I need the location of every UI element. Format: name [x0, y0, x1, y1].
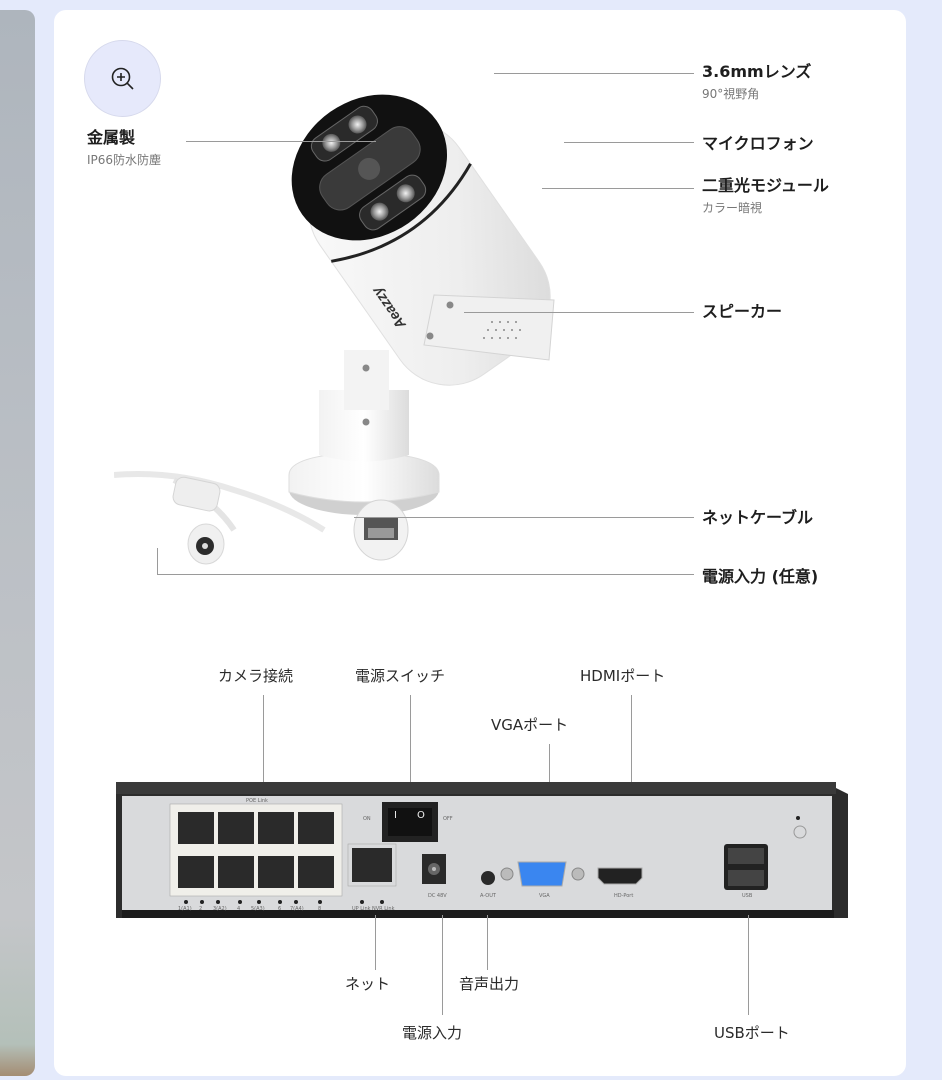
port-label: 7(A4) — [290, 906, 304, 912]
switch-on-label: ON — [363, 816, 371, 822]
label-usb-port: USBポート — [714, 1024, 790, 1042]
leader-line — [464, 312, 694, 313]
callout-dual-light: 二重光モジュール カラー暗視 — [702, 176, 829, 215]
product-image-card: Aeazzy 金属製 IP66防水防塵 3.6mmレンズ 90°視野角 マイクロ… — [54, 10, 906, 1076]
previous-image-thumbnail[interactable] — [0, 10, 35, 1076]
hd-port-label: HD-Port — [614, 893, 634, 899]
usb-label: USB — [742, 893, 753, 899]
vga-label: VGA — [539, 893, 550, 899]
callout-power-input-optional: 電源入力 (任意) — [702, 567, 819, 586]
callout-lens: 3.6mmレンズ 90°視野角 — [702, 62, 812, 101]
port-label: 6 — [278, 906, 282, 912]
label-vga-port: VGAポート — [491, 716, 569, 734]
leader-line — [442, 915, 443, 1015]
leader-line — [263, 695, 264, 795]
port-label: 3(A2) — [213, 906, 227, 912]
label-power-input: 電源入力 — [402, 1024, 463, 1042]
leader-line — [354, 517, 694, 518]
callout-speaker: スピーカー — [702, 302, 783, 321]
label-power-switch: 電源スイッチ — [355, 667, 446, 685]
leader-line — [564, 142, 694, 143]
label-net: ネット — [345, 975, 391, 993]
switch-off-label: OFF — [443, 816, 453, 822]
dc-48v-label: DC 48V — [428, 893, 447, 899]
label-camera-connection: カメラ接続 — [218, 667, 294, 685]
label-audio-out: 音声出力 — [459, 975, 520, 993]
callout-metal-body: 金属製 IP66防水防塵 — [87, 128, 162, 167]
port-label: 4 — [237, 906, 241, 912]
zoom-button[interactable] — [84, 40, 161, 117]
nvr-recorder-illustration — [116, 782, 848, 918]
leader-line — [542, 188, 694, 189]
leader-line — [375, 915, 376, 970]
port-label: 5(A3) — [251, 906, 265, 912]
callout-net-cable: ネットケーブル — [702, 508, 814, 527]
uplink-label: UP Link — [352, 906, 371, 912]
label-hdmi-port: HDMIポート — [580, 667, 666, 685]
leader-line — [186, 141, 376, 142]
leader-line — [494, 73, 694, 74]
port-label: 8 — [318, 906, 322, 912]
leader-line — [410, 695, 411, 795]
zoom-in-icon — [111, 67, 134, 90]
switch-i-glyph: I — [394, 810, 397, 821]
leader-line — [157, 548, 158, 575]
leader-line — [487, 915, 488, 970]
a-out-label: A-OUT — [480, 893, 496, 899]
bullet-camera-illustration: Aeazzy — [114, 94, 555, 565]
poe-link-label: POE Link — [246, 798, 268, 804]
callout-microphone: マイクロフォン — [702, 134, 814, 153]
nvr-link-label: NVR Link — [372, 906, 395, 912]
leader-line — [157, 574, 694, 575]
leader-line — [748, 915, 749, 1015]
switch-o-glyph: O — [417, 810, 425, 821]
port-label: 1(A1) — [178, 906, 192, 912]
port-label: 2 — [199, 906, 203, 912]
